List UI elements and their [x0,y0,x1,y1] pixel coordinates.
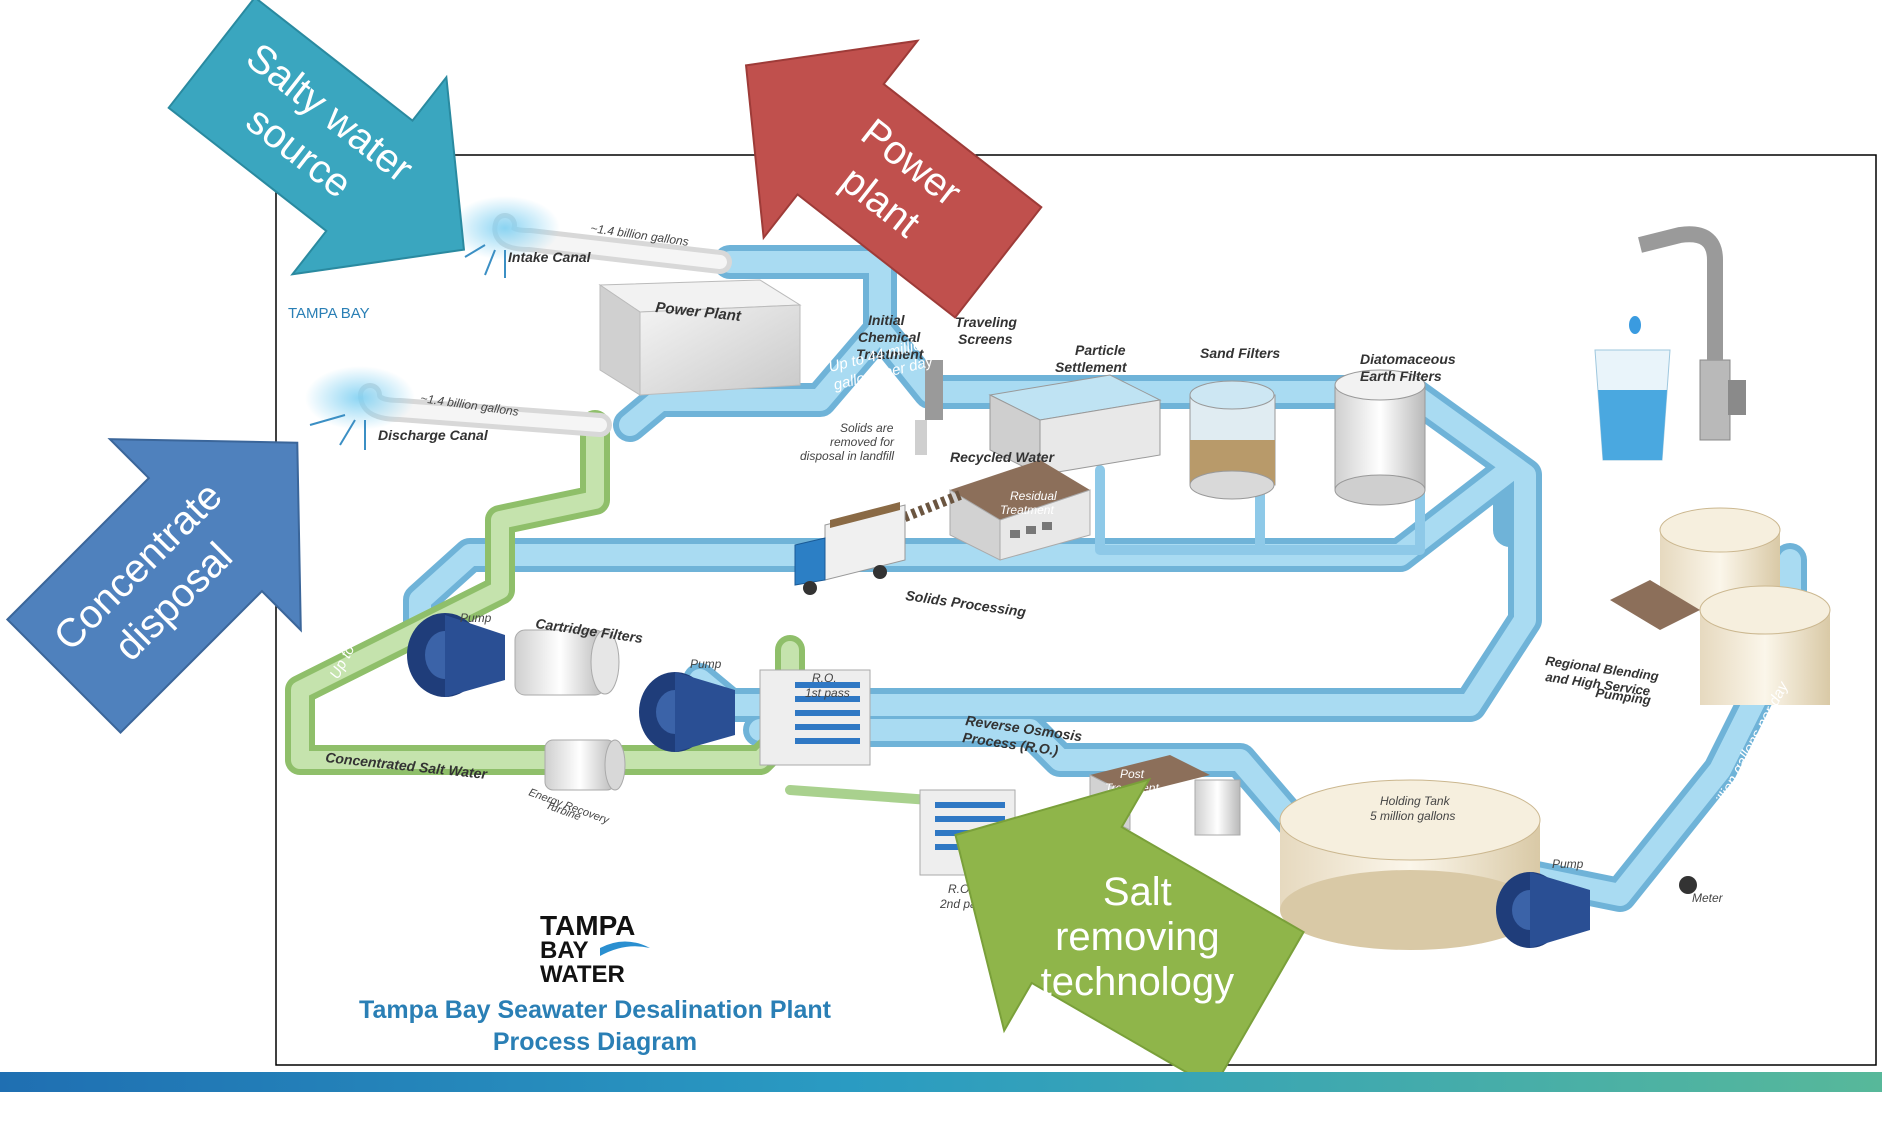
holding-tank-label-2: 5 million gallons [1370,809,1455,823]
callout-salt-removing-line-1: Salt [1103,870,1172,914]
sand-filters [1189,380,1276,500]
residual-label-1: Residual [1010,489,1057,503]
diatomaceous-label-1: Diatomaceous [1360,351,1456,367]
slide-footer-bar [0,1072,1882,1092]
holding-tank [1279,779,1541,950]
particle-settlement [988,374,1162,476]
post-treatment-label-1: Post [1120,767,1145,781]
pump-3 [1496,872,1590,948]
pump-1 [407,613,505,697]
diagram-title-line-2: Process Diagram [493,1028,697,1056]
residual-treatment [949,460,1091,561]
ro-first-label-2: 1st pass [805,686,850,700]
pump-2-label: Pump [690,657,722,671]
pump-2 [639,672,735,752]
solids-label-3: disposal in landfill [800,449,894,463]
residual-label-2: Treatment [1000,503,1054,517]
ro-first-pass [759,669,871,766]
callout-salt-removing-technology: Salt removing technology [954,777,1305,1090]
pump-1-label: Pump [460,611,492,625]
initial-chemical-label-3: Treatment [856,346,925,362]
initial-chemical-label-1: Initial [868,312,906,328]
traveling-screens-label-1: Traveling [955,314,1017,330]
faucet [1629,226,1746,441]
particle-settlement-label-1: Particle [1075,342,1126,358]
discharge-spray [305,366,415,430]
callout-concentrate-disposal: Concentrate disposal [5,438,302,735]
holding-tank-label-1: Holding Tank [1380,794,1451,808]
solids-label-1: Solids are [840,421,894,435]
regional-blending-tanks [1610,507,1831,705]
diatomaceous-label-2: Earth Filters [1360,368,1442,384]
callout-salt-removing-line-2: removing [1055,915,1220,959]
initial-chemical-label-2: Chemical [858,329,921,345]
meter-label: Meter [1692,891,1724,905]
cartridge-filter [514,629,620,696]
diatomaceous-filter [1334,369,1426,506]
sand-filters-label: Sand Filters [1200,345,1280,361]
callout-salt-removing-line-3: technology [1041,960,1234,1004]
ro-second-label-1: R.O. [948,882,973,896]
intake-canal-label: Intake Canal [508,249,592,265]
particle-settlement-label-2: Settlement [1055,359,1128,375]
power-plant [598,279,802,396]
pump-3-label: Pump [1552,857,1584,871]
ro-first-label-1: R.O. [812,671,837,685]
tampa-bay-water-logo: TAMPA BAY WATER [540,910,650,988]
post-treatment [1089,755,1241,836]
discharge-canal-label: Discharge Canal [378,427,489,443]
logo-line-3: WATER [540,961,625,988]
recycled-water-label: Recycled Water [950,449,1056,465]
traveling-screens-label-2: Screens [958,331,1013,347]
meter [1679,876,1697,894]
diagram-title-line-1: Tampa Bay Seawater Desalination Plant [359,996,832,1024]
energy-recovery-turbine [544,739,626,791]
logo-line-2: BAY [540,937,588,964]
water-glass [1594,349,1671,461]
intake-spray [450,196,560,260]
logo-wave-icon [600,941,650,956]
logo-line-1: TAMPA [540,910,635,941]
truck [794,502,906,595]
solids-label-2: removed for [830,435,895,449]
traveling-screens [915,360,943,455]
tampa-bay-label: TAMPA BAY [288,305,370,322]
